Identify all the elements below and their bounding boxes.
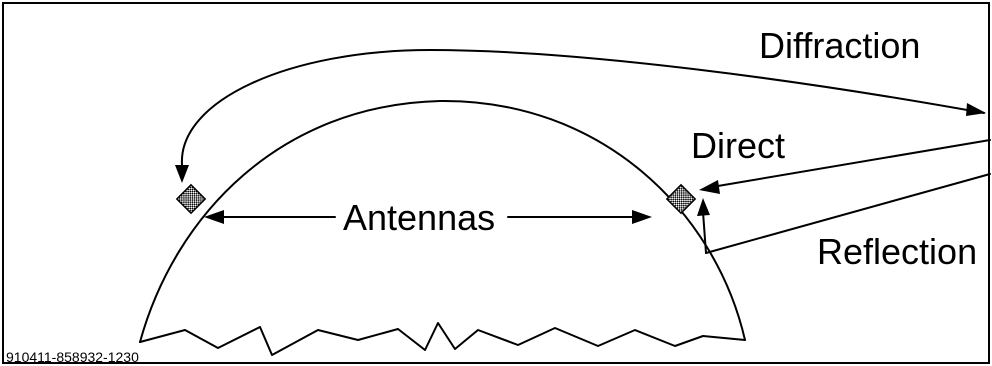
diffraction-arrowhead-left (175, 165, 189, 183)
direct-ray (711, 139, 991, 188)
reflection-ray (705, 173, 991, 254)
label-diffraction: Diffraction (759, 25, 920, 66)
figure-code: 910411-858932-1230 (6, 349, 139, 365)
diffraction-arrowhead-right (966, 103, 986, 116)
antennas-arrowhead-left (204, 210, 224, 224)
direct-arrowhead (699, 180, 720, 194)
earth-dome (139, 99, 746, 343)
reflection-arrowhead (697, 198, 710, 216)
earth-jagged-edge (139, 322, 746, 356)
label-antennas: Antennas (343, 197, 495, 238)
label-reflection: Reflection (817, 231, 977, 272)
diffraction-path (180, 49, 985, 166)
antennas-arrowhead-right (632, 210, 652, 224)
antenna-square-icon (665, 183, 697, 215)
reflection-up-shaft (702, 211, 707, 254)
label-direct: Direct (691, 125, 785, 166)
antenna-square-icon (175, 183, 207, 215)
